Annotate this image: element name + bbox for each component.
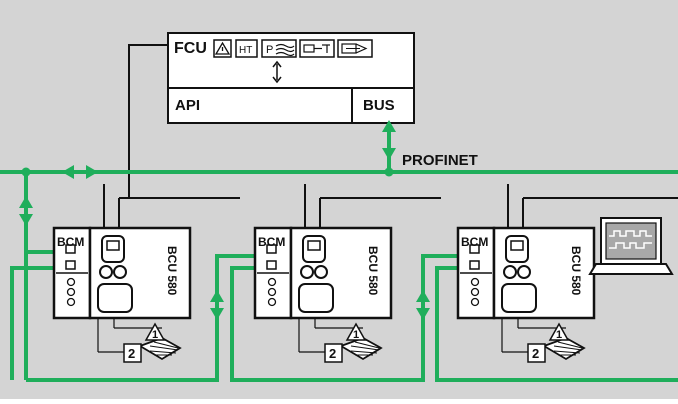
svg-text:1: 1 [152, 329, 158, 341]
bcm-label: BCM [258, 235, 285, 249]
warning-icon [213, 39, 232, 58]
ht-icon: HT [235, 39, 258, 58]
bcm-bcu-unit-1: BCM BCU 580 1 2 [52, 182, 242, 363]
bus-junction [21, 167, 31, 177]
badge-1: 1 [345, 322, 367, 341]
bcu-label: BCU 580 [569, 246, 583, 296]
bus-arrows [19, 120, 430, 320]
badge-1: 1 [548, 322, 570, 341]
monitor-signal-icon [588, 217, 674, 275]
internal-link-arrow [272, 60, 282, 84]
svg-text:1: 1 [556, 329, 562, 341]
svg-text:2: 2 [532, 346, 539, 361]
badge-2: 2 [324, 343, 343, 363]
pressure-icon-text: P [266, 44, 273, 56]
bcm-label: BCM [57, 235, 84, 249]
badge-2: 2 [123, 343, 142, 363]
valve-icon [299, 39, 335, 58]
fcu-control-cable [128, 44, 168, 198]
ht-icon-text: HT [239, 45, 252, 56]
bus-label: BUS [363, 97, 395, 114]
bcm-label: BCM [461, 235, 488, 249]
pressure-flow-icon: P [261, 39, 297, 58]
bus-junction [384, 167, 394, 177]
badge-2: 2 [527, 343, 546, 363]
svg-text:2: 2 [329, 346, 336, 361]
profinet-label: PROFINET [402, 152, 478, 169]
fcu-block: FCU HT P [167, 32, 415, 124]
badge-1: 1 [144, 322, 166, 341]
fcu-label: FCU [174, 40, 207, 57]
api-label: API [175, 97, 200, 114]
bcu-label: BCU 580 [165, 246, 179, 296]
bcu-label: BCU 580 [366, 246, 380, 296]
svg-text:2: 2 [128, 346, 135, 361]
svg-text:1: 1 [353, 329, 359, 341]
bcm-bcu-unit-3: BCM BCU 580 1 2 [456, 182, 646, 363]
burner-icon [337, 39, 373, 58]
profinet-bus [0, 124, 678, 382]
bcm-bcu-unit-2: BCM BCU 580 1 2 [253, 182, 443, 363]
